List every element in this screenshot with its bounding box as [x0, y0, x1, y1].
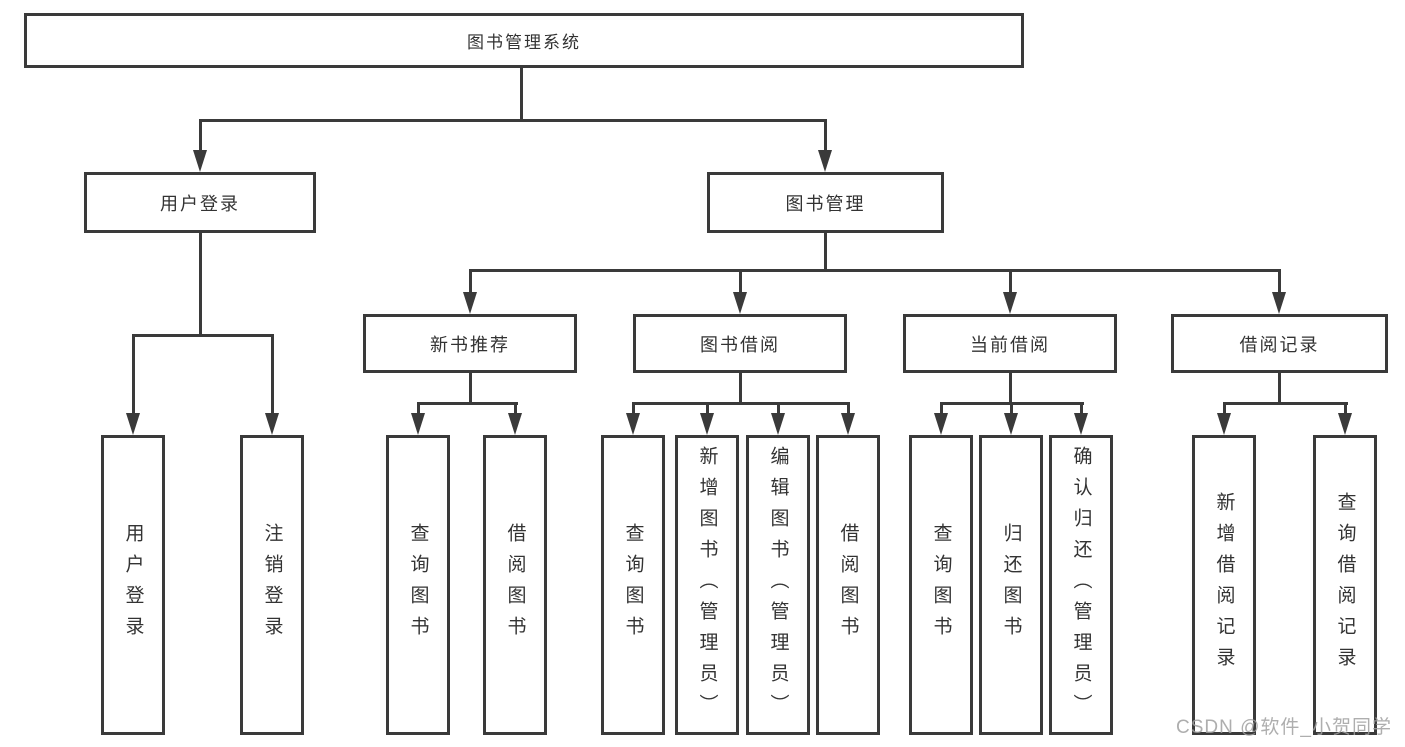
- node-user-login: 用户登录: [84, 172, 316, 233]
- connector-to-current-borrow: [1009, 269, 1012, 294]
- connector-new-books-stem: [469, 371, 472, 405]
- connector-leaf-stem: [940, 402, 943, 415]
- connector-leaf-stem: [1344, 402, 1347, 415]
- connector-new-books-bar: [417, 402, 518, 405]
- connector-to-leaf-login: [132, 334, 135, 415]
- arrow-down-icon: [1217, 413, 1231, 435]
- connector-leaf-stem: [777, 402, 780, 415]
- arrow-down-icon: [1003, 292, 1017, 314]
- arrow-down-icon: [700, 413, 714, 435]
- connector-leaf-stem: [706, 402, 709, 415]
- leaf-nb-borrow-books: 借阅图书: [483, 435, 547, 735]
- node-book-borrow: 图书借阅: [633, 314, 847, 373]
- arrow-down-icon: [841, 413, 855, 435]
- leaf-bb-query-books: 查询图书: [601, 435, 665, 735]
- arrow-down-icon: [1272, 292, 1286, 314]
- connector-book-borrow-stem: [739, 371, 742, 405]
- leaf-cb-confirm-return: 确认归还（管理员）: [1049, 435, 1113, 735]
- connector-book-mgmt-stem: [824, 231, 827, 272]
- arrow-down-icon: [126, 413, 140, 435]
- csdn-watermark: CSDN @软件_小贺同学: [1176, 717, 1392, 738]
- arrow-down-icon: [771, 413, 785, 435]
- connector-leaf-stem: [1080, 402, 1083, 415]
- leaf-nb-query-books: 查询图书: [386, 435, 450, 735]
- connector-to-new-books: [469, 269, 472, 294]
- arrow-down-icon: [818, 150, 832, 172]
- node-current-borrow: 当前借阅: [903, 314, 1117, 373]
- connector-to-user-login: [199, 119, 202, 152]
- arrow-down-icon: [626, 413, 640, 435]
- node-new-book-recommend: 新书推荐: [363, 314, 577, 373]
- connector-to-leaf-logout: [271, 334, 274, 415]
- leaf-cb-return-books: 归还图书: [979, 435, 1043, 735]
- connector-user-login-bar: [132, 334, 274, 337]
- arrow-down-icon: [411, 413, 425, 435]
- connector-to-book-management: [824, 119, 827, 152]
- arrow-down-icon: [1338, 413, 1352, 435]
- arrow-down-icon: [733, 292, 747, 314]
- connector-leaf-stem: [1010, 402, 1013, 415]
- connector-to-borrow-records: [1278, 269, 1281, 294]
- leaf-bb-borrow-books: 借阅图书: [816, 435, 880, 735]
- connector-user-login-stem: [199, 231, 202, 337]
- arrow-down-icon: [265, 413, 279, 435]
- arrow-down-icon: [1074, 413, 1088, 435]
- connector-leaf-stem: [847, 402, 850, 415]
- connector-leaf-stem: [1223, 402, 1226, 415]
- connector-level1-bar: [199, 119, 827, 122]
- arrow-down-icon: [508, 413, 522, 435]
- arrow-down-icon: [1004, 413, 1018, 435]
- arrow-down-icon: [193, 150, 207, 172]
- leaf-cb-query-books: 查询图书: [909, 435, 973, 735]
- leaf-bb-add-books: 新增图书（管理员）: [675, 435, 739, 735]
- leaf-br-add-record: 新增借阅记录: [1192, 435, 1256, 735]
- connector-leaf-stem: [417, 402, 420, 415]
- leaf-logout: 注销登录: [240, 435, 304, 735]
- connector-level3-bar: [469, 269, 1281, 272]
- node-library-management-system: 图书管理系统: [24, 13, 1024, 68]
- connector-leaf-stem: [514, 402, 517, 415]
- connector-current-borrow-stem: [1009, 371, 1012, 405]
- connector-root-stem: [520, 66, 523, 121]
- arrow-down-icon: [934, 413, 948, 435]
- node-borrow-records: 借阅记录: [1171, 314, 1388, 373]
- arrow-down-icon: [463, 292, 477, 314]
- connector-book-borrow-bar: [632, 402, 850, 405]
- connector-borrow-records-stem: [1278, 371, 1281, 405]
- leaf-user-login: 用户登录: [101, 435, 165, 735]
- connector-borrow-records-bar: [1223, 402, 1348, 405]
- connector-to-book-borrow: [739, 269, 742, 294]
- connector-leaf-stem: [632, 402, 635, 415]
- leaf-br-query-record: 查询借阅记录: [1313, 435, 1377, 735]
- node-book-management: 图书管理: [707, 172, 944, 233]
- leaf-bb-edit-books: 编辑图书（管理员）: [746, 435, 810, 735]
